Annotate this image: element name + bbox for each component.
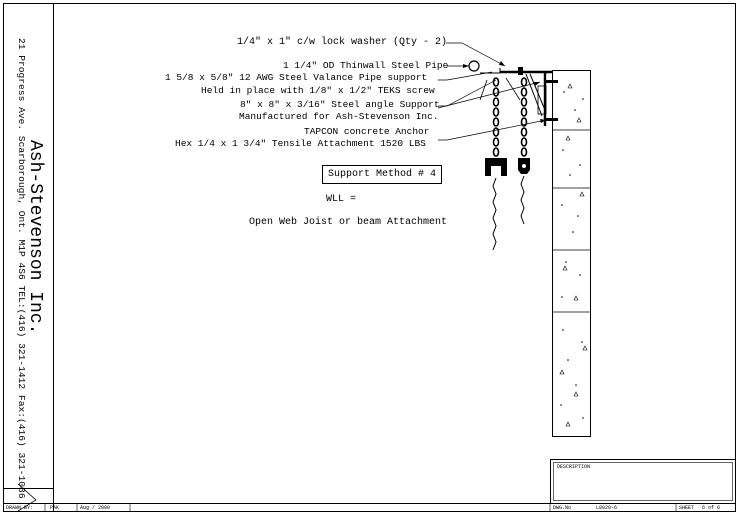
drawn-by-value: PAK	[50, 505, 60, 511]
callout-tapcon: TAPCON concrete Anchor	[304, 126, 430, 137]
callout-angle-support: 8" x 8" x 3/16" Steel angle Support	[240, 99, 440, 110]
company-name: Ash-Stevenson Inc.	[25, 140, 45, 335]
callout-hex-anchor: Hex 1/4 x 1 3/4" Tensile Attachment 1520…	[175, 138, 426, 149]
callout-valance-support: 1 5/8 x 5/8" 12 AWG Steel Valance Pipe s…	[165, 72, 428, 83]
sheet-value: 6 of 6	[702, 505, 721, 511]
dwg-no-label: DWG.No	[553, 505, 572, 511]
callout-manufactured: Manufactured for Ash-Stevenson Inc.	[239, 111, 439, 122]
dwg-no-value: L0020-6	[596, 505, 618, 511]
sheet-label: SHEET	[679, 505, 695, 511]
company-address: 21 Progress Ave. Scarborough, Ont. M1P 4…	[16, 38, 27, 499]
callout-lock-washer: 1/4" x 1" c/w lock washer (Qty - 2)	[237, 37, 448, 48]
description-label: DESCRIPTION	[557, 464, 591, 470]
callout-teks-screw: Held in place with 1/8" x 1/2" TEKS scre…	[201, 85, 435, 96]
support-method-box: Support Method # 4	[322, 165, 443, 184]
date-value: Aug / 2000	[80, 505, 111, 511]
callout-steel-pipe: 1 1/4" OD Thinwall Steel Pipe	[283, 60, 449, 71]
drawn-by-label: DRAWN BY:	[6, 505, 34, 511]
attachment-note: Open Web Joist or beam Attachment	[249, 217, 448, 228]
wll-label: WLL =	[326, 194, 357, 205]
